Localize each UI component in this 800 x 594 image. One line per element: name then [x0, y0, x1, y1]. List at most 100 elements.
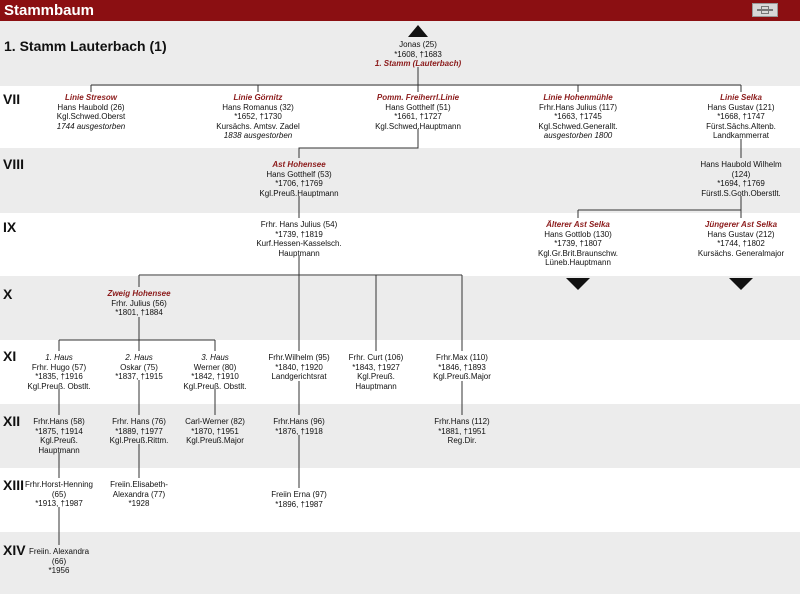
- node-text-line: Pomm. Freiherrl.Linie: [376, 93, 460, 102]
- generation-label-xiv: XIV: [3, 542, 26, 558]
- expand-up-arrow-icon[interactable]: [408, 25, 428, 37]
- node-text-line: Landgerichtsrat: [271, 372, 327, 381]
- node-text-line: Frhr. Hans Julius (54): [260, 220, 338, 229]
- title-bar: Stammbaum: [0, 0, 800, 21]
- node-text-line: Kgl.Preuß. Obstlt.: [183, 381, 247, 391]
- person-node-alexandra[interactable]: Freiin. Alexandra(66)*1956: [29, 547, 89, 576]
- node-text-line: *1668, †1747: [717, 112, 765, 121]
- node-text-line: ausgestorben 1800: [543, 131, 613, 140]
- expand-down-arrow-icon-aelterer[interactable]: [566, 278, 590, 290]
- node-text-line: *1801, †1884: [115, 308, 163, 317]
- node-text-line: Hans Gotthelf (51): [385, 102, 451, 112]
- node-text-line: Kgl.Preuß.: [357, 372, 395, 381]
- generation-label-xiii: XIII: [3, 477, 25, 493]
- node-text-line: Kgl.Gr.Brit.Braunschw.: [537, 248, 619, 258]
- node-text-line: Zweig Hohensee: [107, 289, 171, 298]
- person-node-elisabeth[interactable]: Freiin.Elisabeth-Alexandra (77)*1928: [110, 480, 168, 509]
- node-text-line: Frhr.Hans (112): [434, 417, 490, 426]
- node-text-line: Kurf.Hessen-Kasselsch.: [256, 239, 342, 248]
- node-text-line: 1. Haus: [45, 353, 73, 362]
- node-text-line: Landkammerrat: [712, 131, 770, 140]
- node-text-line: Frhr.Wilhelm (95): [268, 353, 330, 362]
- node-text-line: Jüngerer Ast Selka: [704, 220, 778, 229]
- generation-label-vii: VII: [3, 91, 21, 107]
- node-text-line: Hans Gustav (212): [707, 229, 775, 239]
- node-text-line: Freiin. Alexandra: [28, 547, 90, 556]
- node-text-line: Frhr.Horst-Henning: [24, 480, 94, 489]
- node-text-line: Reg.Dir.: [447, 436, 477, 445]
- generation-label-xii: XII: [3, 413, 21, 429]
- node-text-line: (66): [51, 556, 67, 566]
- node-text-line: *1663, †1745: [554, 112, 602, 121]
- node-text-line: Kgl.Preuß.Rittm.: [109, 436, 169, 445]
- node-text-line: 1838 ausgestorben: [223, 131, 293, 140]
- node-text-line: *1739, †1819: [275, 229, 323, 239]
- node-text-line: Hans Gotthelf (53): [266, 169, 332, 179]
- node-text-line: Frhr.Max (110): [436, 353, 488, 362]
- node-text-line: (124): [731, 169, 751, 179]
- node-text-line: Kgl.Schwed.Generallt.: [538, 121, 618, 131]
- node-text-line: *1896, †1987: [275, 499, 323, 509]
- expand-down-arrow-icon-juengerer[interactable]: [729, 278, 753, 290]
- node-text-line: Fürst.Sächs.Altenb.: [706, 121, 776, 131]
- node-text-line: Frhr. Curt (106): [348, 353, 404, 362]
- node-text-line: *1956: [48, 566, 70, 575]
- minimize-icon[interactable]: [752, 3, 778, 17]
- node-text-line: *1835, †1916: [35, 372, 83, 381]
- node-text-line: Linie Stresow: [64, 93, 117, 102]
- node-text-line: Freiin Erna (97): [271, 490, 327, 499]
- node-text-line: Kursächs. Amtsv. Zadel: [216, 121, 300, 131]
- node-text-line: *1913, †1987: [35, 499, 83, 508]
- node-text-line: Hans Haubold Wilhelm: [700, 160, 782, 169]
- node-text-line: Kgl.Preuß.Hauptmann: [259, 188, 339, 198]
- node-text-line: Kgl.Schwed.Hauptmann: [375, 121, 461, 131]
- generation-label-x: X: [3, 286, 13, 302]
- person-node-hans96[interactable]: Frhr.Hans (96)*1876, †1918: [273, 417, 325, 436]
- node-text-line: *1694, †1769: [717, 179, 765, 188]
- node-text-line: Hauptmann: [355, 381, 397, 391]
- node-text-line: Kursächs. Generalmajor: [697, 248, 785, 258]
- band-stamm: [0, 21, 800, 86]
- node-text-line: Hauptmann: [278, 248, 320, 258]
- node-text-line: *1875, †1914: [35, 426, 83, 436]
- person-node-horsthenning[interactable]: Frhr.Horst-Henning(65)*1913, †1987: [25, 480, 93, 509]
- node-text-line: Hauptmann: [38, 445, 80, 455]
- person-node-erna[interactable]: Freiin Erna (97)*1896, †1987: [271, 490, 327, 509]
- band-gen-xiv: [0, 532, 800, 594]
- node-text-line: *1846, †1893: [438, 362, 486, 372]
- band-gen-viii: [0, 148, 800, 213]
- node-text-line: Linie Selka: [720, 93, 762, 102]
- node-text-line: Frhr. Julius (56): [111, 298, 167, 308]
- node-text-line: Oskar (75): [120, 362, 158, 372]
- node-text-line: 2. Haus: [125, 353, 153, 362]
- band-gen-x: [0, 276, 800, 340]
- node-text-line: 3. Haus: [201, 353, 229, 362]
- node-text-line: *1843, †1927: [352, 362, 400, 372]
- node-text-line: Ast Hohensee: [272, 160, 326, 169]
- node-text-line: Kgl.Schwed.Oberst: [56, 112, 126, 121]
- node-text-line: Frhr.Hans Julius (117): [538, 102, 618, 112]
